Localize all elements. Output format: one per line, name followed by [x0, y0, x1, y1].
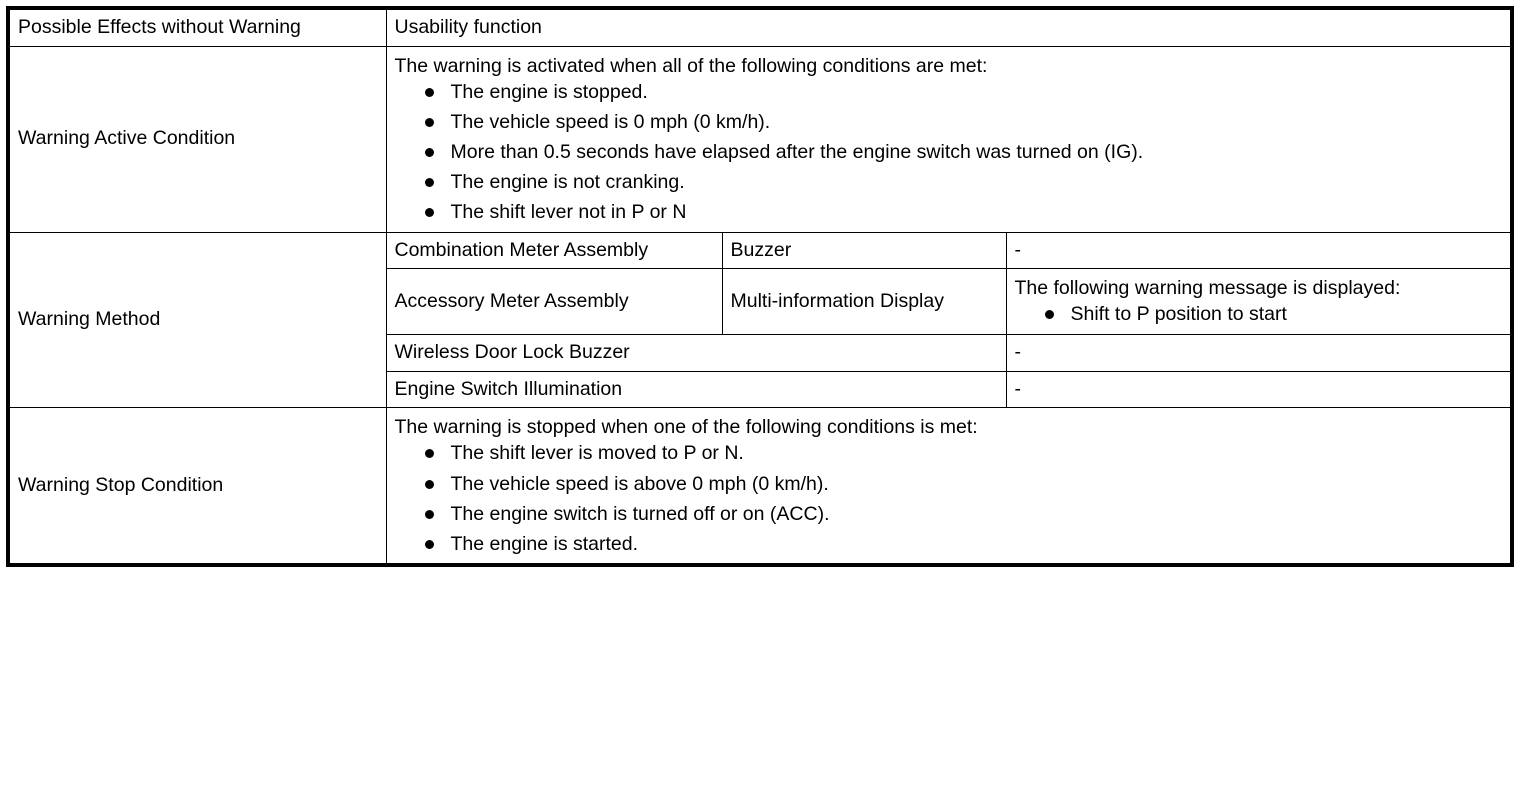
warning-stop-intro: The warning is stopped when one of the f… — [394, 416, 978, 439]
list-item-label: The shift lever is moved to P or N. — [450, 442, 744, 465]
row-label-warning-active-condition: Warning Active Condition — [7, 45, 387, 233]
bullet-icon — [424, 509, 434, 519]
list-item: More than 0.5 seconds have elapsed after… — [424, 139, 1503, 165]
warning-method-detail-multi-information-display: The following warning message is display… — [1005, 268, 1513, 335]
row-value-warning-active-condition: The warning is activated when all of the… — [385, 45, 1513, 233]
list-item-label: The engine is stopped. — [450, 80, 648, 103]
bullet-icon — [424, 449, 434, 459]
warning-method-detail-wireless-door-lock-buzzer: - — [1005, 333, 1513, 372]
list-item: The engine is stopped. — [424, 79, 1503, 105]
list-item-label: More than 0.5 seconds have elapsed after… — [450, 141, 1144, 164]
list-item: The shift lever is moved to P or N. — [424, 440, 1503, 466]
list-item: The engine is not cranking. — [424, 169, 1503, 195]
bullet-icon — [424, 87, 434, 97]
table-row-warning-method-1: Warning Method Combination Meter Assembl… — [7, 231, 1513, 409]
row-label-possible-effects: Possible Effects without Warning — [7, 7, 387, 47]
list-item: The shift lever not in P or N — [424, 199, 1503, 225]
warning-method-detail-buzzer: - — [1005, 231, 1513, 270]
bullet-icon — [424, 208, 434, 218]
table-row-possible-effects: Possible Effects without Warning Usabili… — [7, 7, 1513, 47]
bullet-icon — [424, 148, 434, 158]
list-item: The vehicle speed is above 0 mph (0 km/h… — [424, 471, 1503, 497]
warning-method-detail-engine-switch-illumination: - — [1005, 370, 1513, 409]
list-item-label: The engine is not cranking. — [450, 171, 685, 194]
row-label-warning-method: Warning Method — [7, 231, 387, 409]
warning-method-component-accessory-meter: Accessory Meter Assembly — [385, 268, 723, 335]
bullet-icon — [424, 479, 434, 489]
warning-method-device-buzzer: Buzzer — [721, 231, 1007, 270]
list-item-label: The vehicle speed is 0 mph (0 km/h). — [450, 111, 771, 134]
bullet-icon — [1044, 310, 1054, 320]
table-row-warning-method-2: Accessory Meter Assembly Multi-informati… — [8, 268, 1513, 335]
bullet-icon — [424, 178, 434, 188]
table-row-warning-method-4: Engine Switch Illumination - — [8, 370, 1513, 409]
warning-method-device-multi-information-display: Multi-information Display — [721, 268, 1007, 335]
table-row-warning-method-3: Wireless Door Lock Buzzer - — [8, 333, 1513, 372]
warning-method-component-wireless-door-lock-buzzer: Wireless Door Lock Buzzer — [385, 333, 1007, 372]
warning-active-bullet-list: The engine is stopped. The vehicle speed… — [395, 79, 1503, 226]
list-item-label: The engine is started. — [450, 532, 639, 555]
list-item-label: Shift to P position to start — [1070, 303, 1287, 326]
warning-message-intro: The following warning message is display… — [1014, 277, 1401, 300]
row-value-warning-stop-condition: The warning is stopped when one of the f… — [385, 407, 1513, 566]
table-row-warning-stop-condition: Warning Stop Condition The warning is st… — [7, 407, 1513, 566]
list-item-label: The vehicle speed is above 0 mph (0 km/h… — [450, 472, 829, 495]
list-item: The engine is started. — [424, 531, 1503, 557]
list-item: The engine switch is turned off or on (A… — [424, 501, 1503, 527]
warning-active-intro: The warning is activated when all of the… — [394, 54, 988, 77]
warning-specification-table: Possible Effects without Warning Usabili… — [6, 6, 1515, 567]
table-row-warning-active-condition: Warning Active Condition The warning is … — [7, 45, 1513, 233]
bullet-icon — [424, 118, 434, 127]
row-label-warning-stop-condition: Warning Stop Condition — [7, 407, 387, 566]
list-item: Shift to P position to start — [1044, 301, 1503, 327]
list-item-label: The shift lever not in P or N — [450, 201, 687, 224]
list-item: The vehicle speed is 0 mph (0 km/h). — [424, 109, 1503, 135]
bullet-icon — [424, 539, 434, 549]
row-value-possible-effects: Usability function — [385, 7, 1513, 47]
warning-method-component-combination-meter: Combination Meter Assembly — [385, 231, 723, 270]
list-item-label: The engine switch is turned off or on (A… — [450, 502, 830, 525]
warning-stop-bullet-list: The shift lever is moved to P or N. The … — [395, 440, 1503, 557]
warning-message-bullet-list: Shift to P position to start — [1015, 301, 1503, 327]
warning-method-component-engine-switch-illumination: Engine Switch Illumination — [385, 370, 1007, 409]
